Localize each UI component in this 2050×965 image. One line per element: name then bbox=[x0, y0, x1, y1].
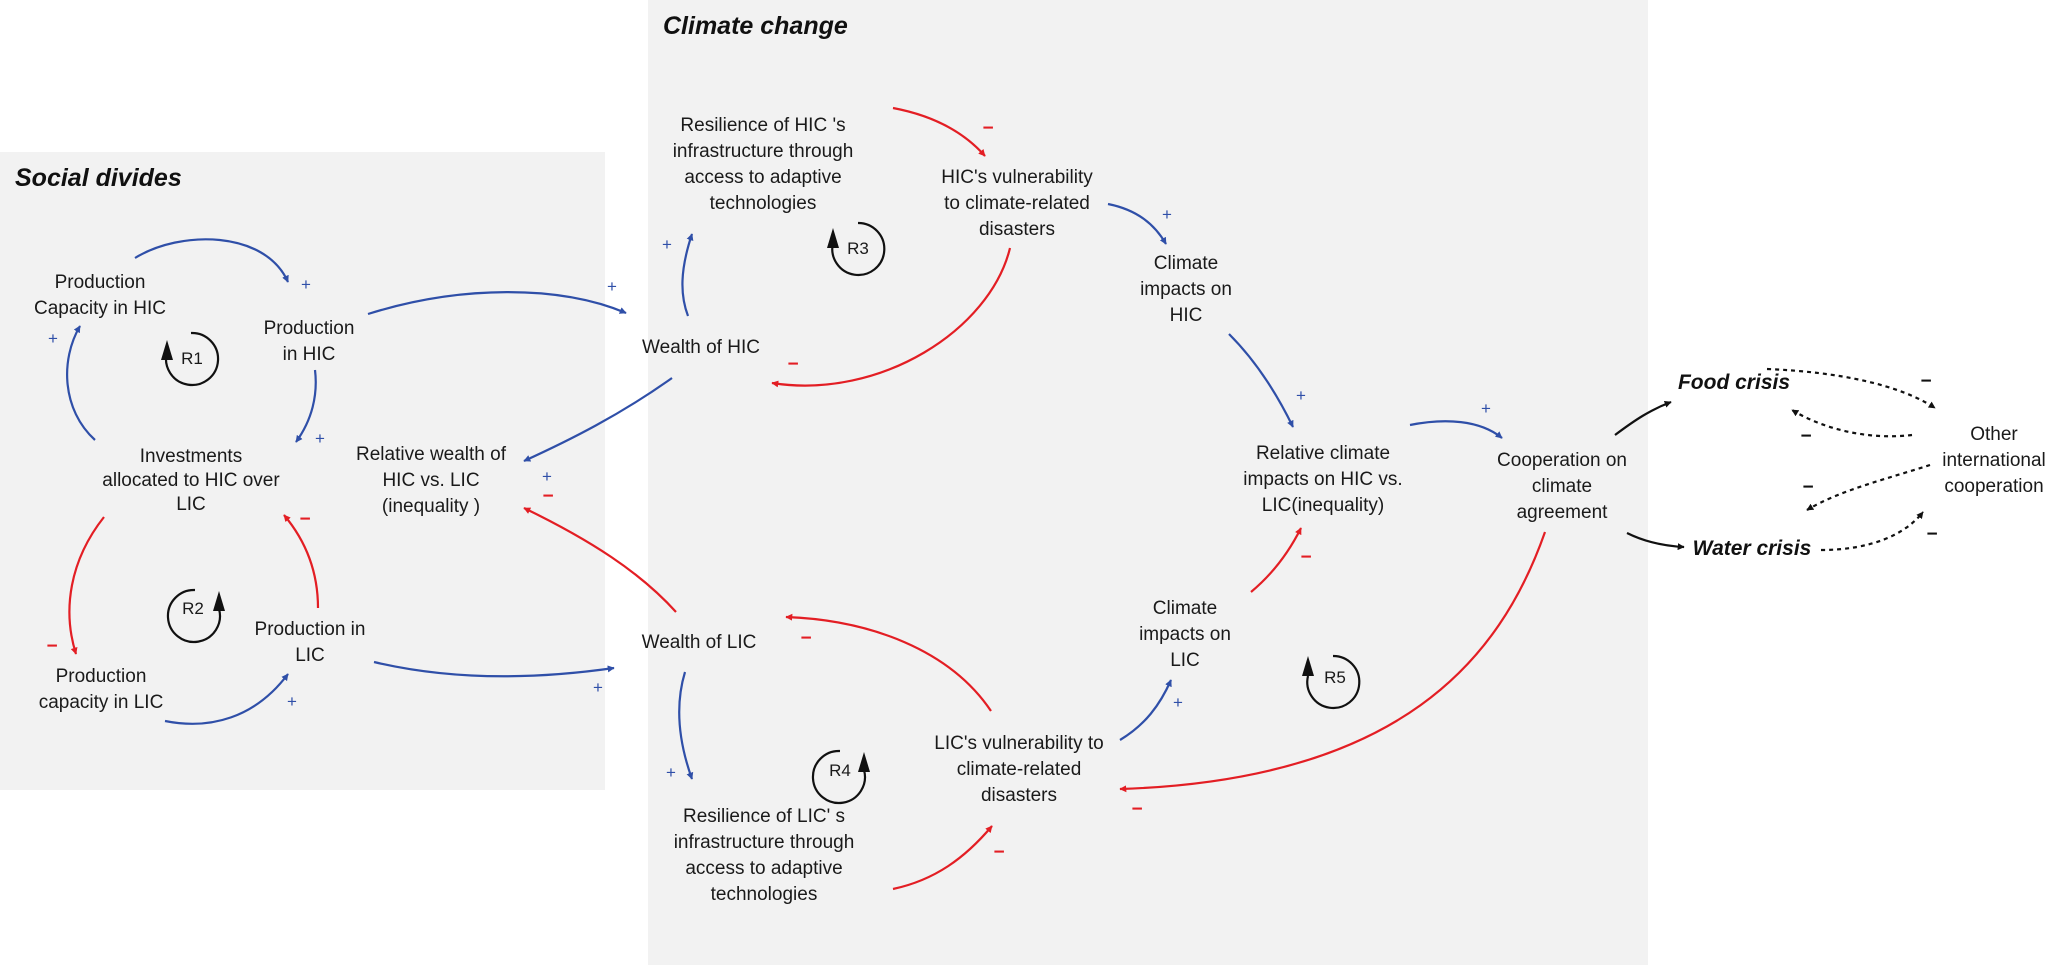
edge-wealthlic-resiliencelic-polarity: + bbox=[666, 763, 676, 782]
edge-prodinlic-investments bbox=[283, 514, 320, 609]
loop-r2: R2 bbox=[166, 588, 225, 644]
edge-prodhic-investments bbox=[295, 369, 317, 443]
svg-text:R3: R3 bbox=[847, 239, 869, 258]
edge-resiliencelic-vulnlic-polarity: − bbox=[993, 842, 1004, 863]
edge-wealthlic-relwealth bbox=[523, 507, 677, 613]
edge-climatehic-relclimate bbox=[1228, 333, 1294, 428]
edge-prodcaplic-prodinlic-polarity: + bbox=[287, 692, 297, 711]
edge-investments-prodcaplic-polarity: − bbox=[46, 636, 57, 657]
edge-prodinlic-wealthlic-polarity: + bbox=[593, 678, 603, 697]
social-divides-title: Social divides bbox=[15, 164, 182, 192]
loop-r1: R1 bbox=[161, 331, 220, 387]
edge-prodinlic-investments-polarity: − bbox=[299, 509, 310, 530]
edge-prodhic-wealthhic-polarity: + bbox=[607, 277, 617, 296]
svg-text:R4: R4 bbox=[829, 761, 851, 780]
edge-prodcaplic-prodinlic bbox=[164, 673, 289, 725]
edge-climatehic-relclimate-polarity: + bbox=[1296, 386, 1306, 405]
edge-othercoop-watercrisis-polarity: − bbox=[1802, 477, 1813, 498]
edge-wealthlic-relwealth-polarity: − bbox=[542, 486, 553, 507]
edge-investments-prodcaphic bbox=[66, 325, 96, 441]
edge-relclimate-cooperation bbox=[1409, 420, 1503, 439]
node-water-crisis: Water crisis bbox=[1693, 537, 1812, 560]
edge-watercrisis-othercoop bbox=[1820, 511, 1924, 552]
edge-cooperation-vulnlic bbox=[1119, 531, 1547, 793]
edge-othercoop-foodcrisis-polarity: − bbox=[1800, 426, 1811, 447]
edge-prodhic-investments-polarity: + bbox=[315, 429, 325, 448]
edge-vulnhic-wealthhic bbox=[771, 247, 1012, 388]
edge-resiliencehic-vulnhic bbox=[892, 106, 986, 157]
edge-relclimate-cooperation-polarity: + bbox=[1481, 399, 1491, 418]
edge-cooperation-foodcrisis bbox=[1614, 400, 1672, 436]
edge-watercrisis-othercoop-polarity: − bbox=[1926, 524, 1937, 545]
edge-prodcaphic-prodhic-polarity: + bbox=[301, 275, 311, 294]
edge-cooperation-watercrisis bbox=[1626, 532, 1685, 551]
edge-vulnlic-climatelic-polarity: + bbox=[1173, 693, 1183, 712]
edge-foodcrisis-othercoop bbox=[1766, 367, 1936, 409]
edge-vulnhic-climatehic-polarity: + bbox=[1162, 205, 1172, 224]
node-wealth-lic: Wealth of LIC bbox=[642, 632, 757, 653]
edge-resiliencehic-vulnhic-polarity: − bbox=[982, 118, 993, 139]
loop-r3: R3 bbox=[827, 221, 886, 277]
edge-wealthhic-relwealth bbox=[523, 377, 673, 463]
edge-vulnlic-climatelic bbox=[1119, 679, 1173, 741]
edge-vulnhic-wealthhic-polarity: − bbox=[787, 354, 798, 375]
edge-vulnlic-wealthlic-polarity: − bbox=[800, 628, 811, 649]
edge-vulnhic-climatehic bbox=[1107, 202, 1167, 245]
social-divides-panel bbox=[0, 152, 605, 790]
edge-investments-prodcaplic bbox=[68, 516, 105, 655]
edge-foodcrisis-othercoop-polarity: − bbox=[1920, 371, 1931, 392]
edge-wealthhic-relwealth-polarity: + bbox=[542, 467, 552, 486]
edge-cooperation-vulnlic-polarity: − bbox=[1131, 799, 1142, 820]
climate-change-panel bbox=[648, 0, 1648, 965]
edge-prodcaphic-prodhic bbox=[134, 238, 290, 283]
edge-climatelic-relclimate bbox=[1250, 527, 1302, 593]
climate-change-title: Climate change bbox=[663, 12, 848, 40]
node-food-crisis: Food crisis bbox=[1678, 371, 1790, 394]
edge-wealthhic-resiliencehic bbox=[681, 233, 694, 317]
edge-wealthlic-resiliencelic bbox=[678, 671, 694, 780]
edge-othercoop-watercrisis bbox=[1806, 463, 1931, 511]
edge-wealthhic-resiliencehic-polarity: + bbox=[662, 235, 672, 254]
svg-text:R2: R2 bbox=[182, 599, 204, 618]
svg-text:R1: R1 bbox=[181, 349, 203, 368]
edge-prodinlic-wealthlic bbox=[373, 660, 615, 678]
node-wealth-hic: Wealth of HIC bbox=[642, 337, 760, 358]
edge-climatelic-relclimate-polarity: − bbox=[1300, 547, 1311, 568]
svg-text:R5: R5 bbox=[1324, 668, 1346, 687]
edge-vulnlic-wealthlic bbox=[785, 613, 992, 712]
loop-r5: R5 bbox=[1302, 654, 1361, 710]
edge-prodhic-wealthhic bbox=[367, 291, 627, 316]
edge-resiliencelic-vulnlic bbox=[892, 825, 993, 891]
loop-r4: R4 bbox=[811, 749, 870, 805]
edge-investments-prodcaphic-polarity: + bbox=[48, 329, 58, 348]
